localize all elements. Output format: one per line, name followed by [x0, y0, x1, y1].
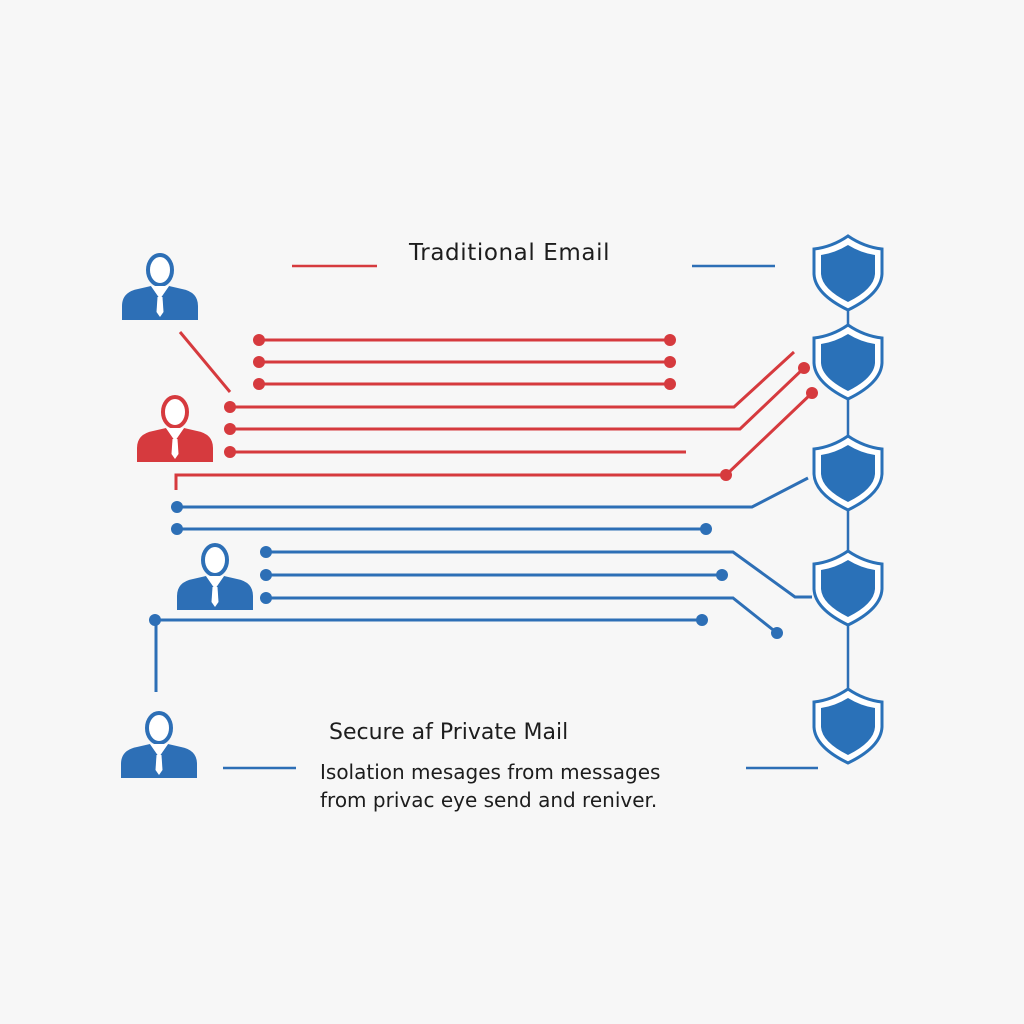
user-traditional-person-icon [135, 395, 215, 464]
shield-5-shield-icon [812, 687, 884, 765]
user-bottom-person-icon [119, 711, 199, 780]
caption-line-1: Isolation mesages from messages [320, 760, 661, 784]
secure-nodes [149, 501, 783, 639]
secure-connections [154, 476, 812, 692]
shield-3-shield-icon [812, 434, 884, 512]
traditional-connections [174, 331, 814, 490]
traditional-email-title: Traditional Email [409, 240, 611, 266]
user-middle-person-icon [175, 543, 255, 612]
shield-1-shield-icon [812, 234, 884, 312]
shield-2-shield-icon [812, 323, 884, 401]
user-top-person-icon [120, 253, 200, 322]
traditional-nodes [224, 334, 818, 481]
secure-mail-title: Secure af Private Mail [329, 720, 569, 745]
caption-line-2: from privac eye send and reniver. [320, 788, 658, 812]
secure-mail-caption: Isolation mesages from messages from pri… [320, 758, 660, 814]
shield-4-shield-icon [812, 549, 884, 627]
